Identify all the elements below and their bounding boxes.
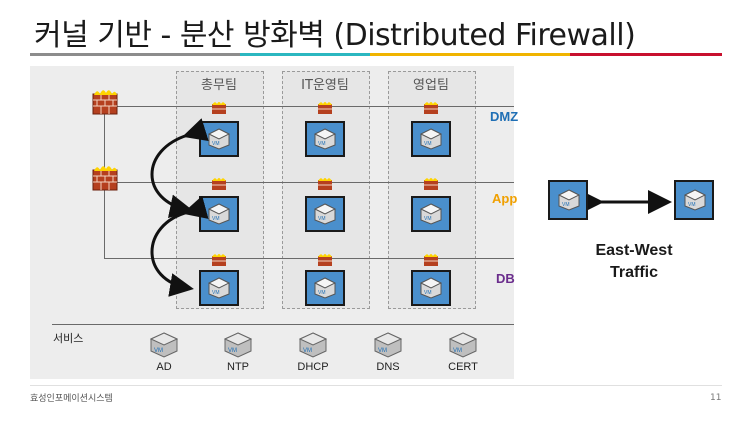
tier-label-db: DB [496, 271, 515, 286]
tier-line-app [104, 182, 514, 183]
title-bar-yellow [370, 53, 570, 56]
vm-firewall-icon [318, 102, 332, 114]
vm-firewall-icon [212, 102, 226, 114]
vm-icon-label: VM [424, 216, 432, 222]
title-bar-gray [30, 53, 240, 56]
east-west-label-line2: Traffic [609, 264, 658, 281]
group-label-it-ops: IT운영팀 [301, 78, 349, 93]
service-label-dns: DNS [376, 361, 400, 373]
vm-firewall-icon [212, 254, 226, 266]
vm-icon-label: VM [562, 202, 570, 208]
vm-dmz-it-ops[interactable]: VM [305, 121, 345, 157]
vm-icon-label: VM [688, 202, 696, 208]
vm-icon-label: VM [453, 348, 462, 354]
group-box-sales [388, 71, 476, 309]
service-vm-icon-dhcp: VM [299, 332, 327, 358]
vm-icon-label: VM [318, 141, 326, 147]
service-title: 서비스 [53, 332, 84, 345]
tier-label-dmz: DMZ [490, 109, 519, 124]
vm-icon-label: VM [228, 348, 237, 354]
vm-firewall-icon [212, 178, 226, 190]
title-bar-teal [240, 53, 370, 56]
group-label-general-affairs: 총무팀 [201, 78, 237, 93]
title-bar-red [570, 53, 722, 56]
vm-db-general-affairs[interactable]: VM [199, 270, 239, 306]
vm-icon-label: VM [212, 290, 220, 296]
service-label-ad: AD [156, 361, 172, 373]
service-vm-icon-cert: VM [449, 332, 477, 358]
perimeter-firewall-icon-dmz [92, 90, 118, 115]
vm-firewall-icon [424, 254, 438, 266]
footer-company: 효성인포메이션시스템 [30, 394, 113, 404]
group-label-sales: 영업팀 [413, 78, 449, 93]
arrow-dmz-app [150, 118, 209, 219]
vm-icon-label: VM [424, 290, 432, 296]
service-label-cert: CERT [448, 361, 478, 373]
slide-title: 커널 기반 - 분산 방화벽 (Distributed Firewall) [34, 18, 636, 53]
title-underline [30, 53, 722, 56]
east-west-vm-left[interactable]: VM [548, 180, 588, 220]
perimeter-firewall-icon-app [92, 166, 118, 191]
tier-label-app: App [492, 191, 518, 206]
vm-icon-label: VM [212, 216, 220, 222]
footer-divider [30, 385, 722, 386]
vm-icon-label: VM [318, 290, 326, 296]
page-number: 11 [710, 393, 722, 403]
vm-firewall-icon [318, 254, 332, 266]
service-line [52, 324, 514, 325]
vm-db-sales[interactable]: VM [411, 270, 451, 306]
vm-icon-label: VM [303, 348, 312, 354]
vm-app-sales[interactable]: VM [411, 196, 451, 232]
vm-firewall-icon [424, 102, 438, 114]
vm-dmz-sales[interactable]: VM [411, 121, 451, 157]
arrow-app-db [150, 195, 209, 297]
east-west-vm-right[interactable]: VM [674, 180, 714, 220]
east-west-label: East-West Traffic [570, 240, 698, 284]
vm-app-it-ops[interactable]: VM [305, 196, 345, 232]
east-west-label-line1: East-West [595, 242, 673, 259]
service-vm-icon-dns: VM [374, 332, 402, 358]
vm-db-it-ops[interactable]: VM [305, 270, 345, 306]
tier-line-dmz [104, 106, 514, 107]
vm-icon-label: VM [154, 348, 163, 354]
vm-firewall-icon [318, 178, 332, 190]
tier-line-db [104, 258, 514, 259]
vm-icon-label: VM [424, 141, 432, 147]
vm-icon-label: VM [378, 348, 387, 354]
vm-firewall-icon [424, 178, 438, 190]
service-label-ntp: NTP [227, 361, 249, 373]
vm-icon-label: VM [212, 141, 220, 147]
service-vm-icon-ad: VM [150, 332, 178, 358]
vm-icon-label: VM [318, 216, 326, 222]
service-label-dhcp: DHCP [297, 361, 329, 373]
service-vm-icon-ntp: VM [224, 332, 252, 358]
